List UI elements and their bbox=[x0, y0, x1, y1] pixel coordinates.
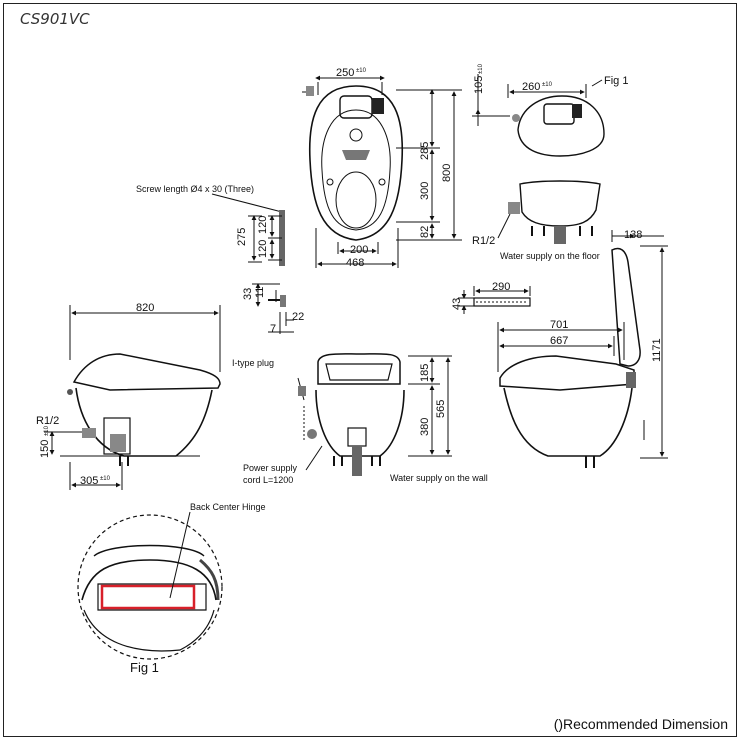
dim-43: 43 bbox=[451, 298, 463, 310]
hinge-highlight bbox=[100, 584, 196, 610]
dim-250-tol: ±10 bbox=[356, 68, 367, 74]
dim-667: 667 bbox=[550, 335, 568, 347]
front-view-labels: I-type plug 185 380 565 Power supply cor… bbox=[232, 358, 488, 485]
dim-285: 285 bbox=[419, 142, 431, 160]
dim-820: 820 bbox=[136, 302, 154, 314]
floor-r12: R1/2 bbox=[472, 235, 495, 247]
dim-260: 260 bbox=[522, 81, 540, 93]
side-r12: R1/2 bbox=[36, 415, 59, 427]
bar-detail bbox=[458, 286, 531, 314]
dim-260-tol: ±10 bbox=[542, 82, 553, 88]
floor-view-labels: 105 ±10 260 ±10 Fig 1 R1/2 Water supply … bbox=[472, 63, 642, 261]
dim-290: 290 bbox=[492, 281, 510, 293]
cord-label-2: cord L=1200 bbox=[243, 475, 293, 485]
side-view bbox=[44, 305, 221, 490]
top-view-labels: 250 ±10 285 300 800 82 200 468 bbox=[336, 67, 453, 269]
dim-22: 22 bbox=[292, 311, 304, 323]
dim-105: 105 bbox=[473, 76, 485, 94]
dim-120b: 120 bbox=[257, 240, 269, 258]
dim-150: 150 bbox=[39, 440, 51, 458]
recommended-dimension-note: ()Recommended Dimension bbox=[553, 716, 728, 732]
dim-82: 82 bbox=[419, 226, 431, 238]
dim-7: 7 bbox=[270, 323, 276, 335]
dim-120a: 120 bbox=[257, 216, 269, 234]
sheet-frame bbox=[3, 3, 737, 737]
hinge-label: Back Center Hinge bbox=[190, 502, 266, 512]
dim-305-tol: ±10 bbox=[100, 476, 111, 482]
dim-200: 200 bbox=[350, 244, 368, 256]
dim-250: 250 bbox=[336, 67, 354, 79]
plug-label: I-type plug bbox=[232, 358, 274, 368]
dim-300: 300 bbox=[419, 182, 431, 200]
dim-380: 380 bbox=[419, 418, 431, 436]
top-view bbox=[302, 75, 462, 268]
dim-275: 275 bbox=[236, 228, 248, 246]
dim-11: 11 bbox=[254, 287, 266, 298]
dim-33: 33 bbox=[242, 288, 254, 300]
dim-138: 138 bbox=[624, 229, 642, 241]
dim-105-tol: ±10 bbox=[478, 63, 484, 74]
floor-view bbox=[472, 74, 664, 244]
dim-305: 305 bbox=[80, 475, 98, 487]
dim-1171: 1171 bbox=[651, 338, 663, 362]
dim-800: 800 bbox=[441, 164, 453, 182]
wall-caption: Water supply on the wall bbox=[390, 473, 488, 483]
dim-468: 468 bbox=[346, 257, 364, 269]
fig1-detail bbox=[77, 511, 223, 660]
front-view bbox=[297, 353, 452, 476]
fig1-labels: Back Center Hinge Fig 1 bbox=[130, 502, 266, 675]
open-lid-labels: 701 667 1171 bbox=[550, 319, 663, 362]
open-lid-view bbox=[497, 245, 668, 468]
dim-185: 185 bbox=[419, 364, 431, 382]
bracket-labels: Screw length Ø4 x 30 (Three) 275 120 120… bbox=[136, 184, 304, 335]
cord-label-1: Power supply bbox=[243, 463, 298, 473]
bracket-drawing bbox=[211, 193, 294, 334]
bar-detail-labels: 43 290 bbox=[451, 281, 510, 310]
fig1-caption: Fig 1 bbox=[130, 660, 159, 675]
floor-caption: Water supply on the floor bbox=[500, 251, 600, 261]
dim-565: 565 bbox=[435, 400, 447, 418]
fig-ref: Fig 1 bbox=[604, 75, 628, 87]
screw-label: Screw length Ø4 x 30 (Three) bbox=[136, 184, 254, 194]
dim-150-tol: ±10 bbox=[44, 425, 50, 436]
dim-701: 701 bbox=[550, 319, 568, 331]
model-number: CS901VC bbox=[20, 10, 90, 28]
side-view-labels: 820 R1/2 150 ±10 305 ±10 bbox=[36, 302, 154, 487]
